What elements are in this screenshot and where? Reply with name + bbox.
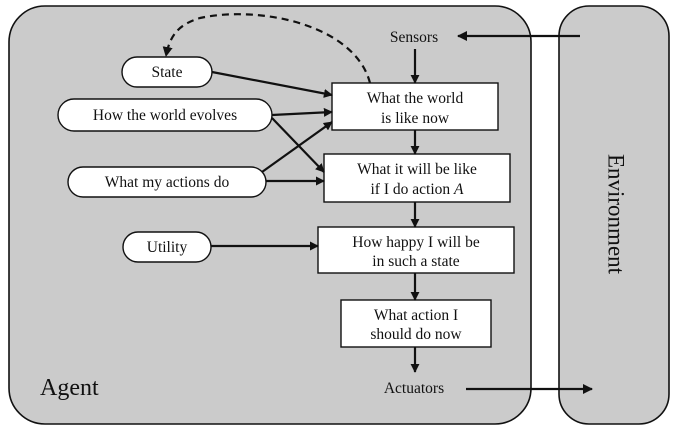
agent-label: Agent — [40, 375, 99, 401]
oval-utility: Utility — [122, 231, 212, 263]
oval-world-evolves: How the world evolves — [57, 98, 273, 132]
sensors-label: Sensors — [390, 29, 438, 46]
agent-panel — [8, 5, 532, 425]
box-world-now-line2: is like now — [381, 110, 450, 127]
box-how-happy-line2: in such a state — [372, 253, 459, 270]
box-world-now: What the world is like now — [331, 82, 499, 131]
arrow-state-to-world-now — [211, 70, 333, 98]
box-if-action-line2-italic: A — [453, 181, 464, 198]
environment-panel — [558, 5, 670, 425]
box-what-action: What action I should do now — [340, 299, 492, 348]
actuators-label: Actuators — [384, 380, 444, 397]
box-what-action-line1: What action I — [374, 307, 458, 324]
box-if-action-line2-text: if I do action — [371, 181, 455, 198]
environment-label: Environment — [604, 154, 629, 275]
oval-my-actions: What my actions do — [67, 166, 267, 198]
box-if-action-line2: if I do action A — [371, 181, 465, 198]
box-how-happy-line1: How happy I will be — [352, 234, 480, 251]
box-if-action: What it will be like if I do action A — [323, 153, 511, 203]
oval-state: State — [121, 56, 213, 88]
oval-world-evolves-label: How the world evolves — [93, 107, 237, 124]
dashed-arrow-world-now-to-state — [162, 13, 372, 84]
oval-state-label: State — [152, 64, 183, 81]
box-world-now-line1: What the world — [367, 90, 464, 107]
oval-utility-label: Utility — [147, 239, 188, 256]
box-if-action-line1: What it will be like — [357, 161, 477, 178]
box-how-happy: How happy I will be in such a state — [317, 226, 515, 274]
arrow-world-evolves-to-world-now — [271, 107, 333, 117]
box-what-action-line2: should do now — [370, 326, 462, 343]
oval-my-actions-label: What my actions do — [105, 174, 230, 191]
arrow-my-actions-to-world-now — [261, 121, 333, 173]
